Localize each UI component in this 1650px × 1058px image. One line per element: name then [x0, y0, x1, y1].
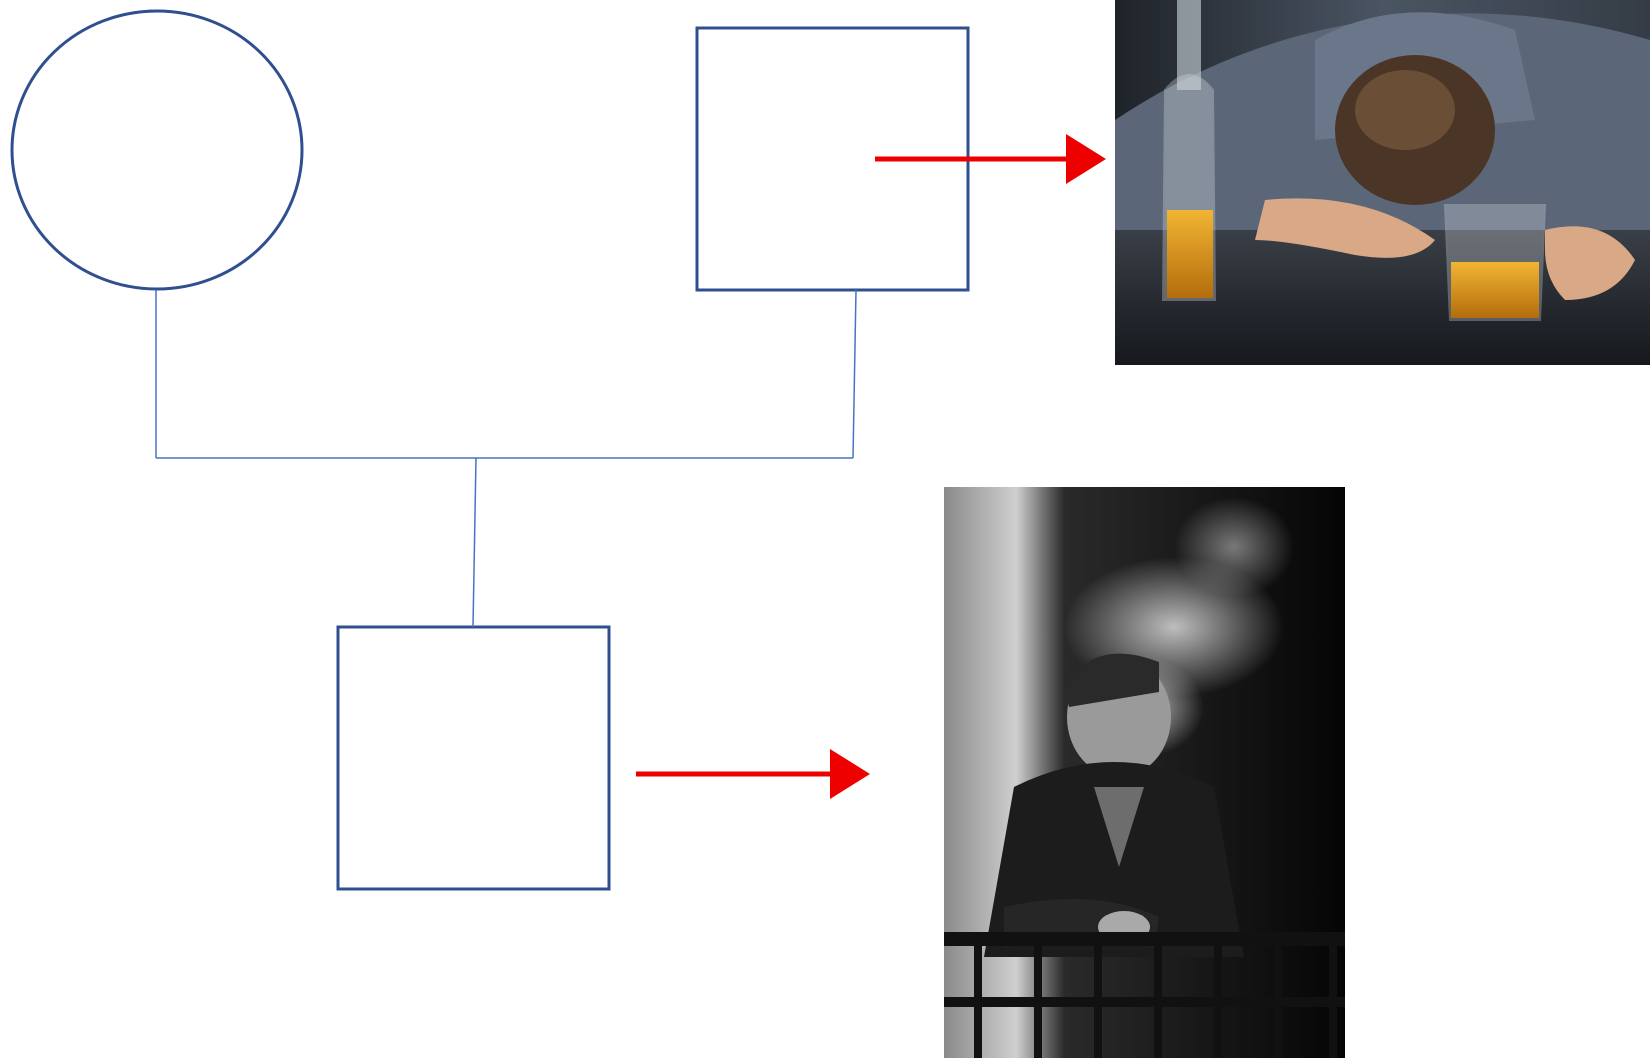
mother-circle	[10, 9, 304, 291]
father-drop-line	[852, 289, 857, 459]
descent-line	[472, 457, 477, 628]
alcohol-bottle-and-glass-icon	[1115, 0, 1650, 365]
smoking-man-photo	[944, 487, 1345, 1058]
man-smoking-cigarette-icon	[944, 487, 1345, 1058]
drinking-man-photo	[1115, 0, 1650, 365]
son-square	[336, 625, 611, 891]
